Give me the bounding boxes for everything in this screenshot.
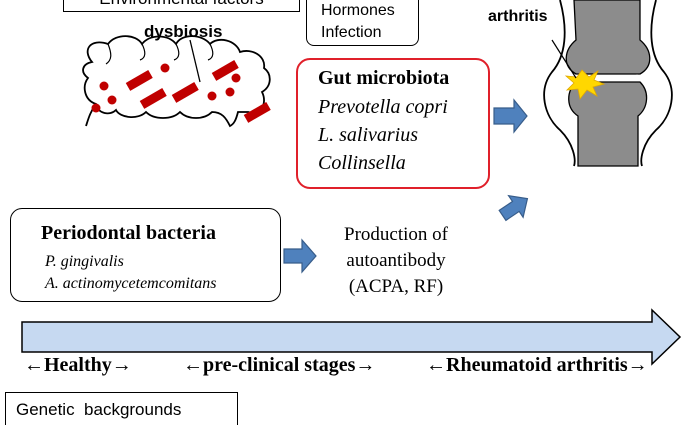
bacteria-rod [125, 70, 153, 91]
joint-outline-right [640, 0, 673, 167]
bacteria-rod [211, 60, 239, 81]
gut-microbiota-title: Gut microbiota [318, 67, 450, 89]
tibia-bone [568, 81, 648, 167]
femur-bone [565, 0, 651, 75]
bacteria-cocci [160, 63, 170, 73]
bacteria-rod [243, 102, 271, 123]
stage-healthy-label: ←Healthy→ [24, 354, 132, 376]
genetic-backgrounds-box: Genetic backgrounds [5, 392, 238, 425]
intestine-fold [105, 43, 214, 65]
gut-species-1: Prevotella copri [318, 96, 448, 118]
autoantibody-line-1: Production of [344, 224, 448, 245]
joint-outline-left [543, 0, 576, 167]
autoantibody-line-3: (ACPA, RF) [348, 276, 444, 297]
bacteria-rod [139, 88, 167, 109]
arthritis-pointer-line [551, 39, 577, 79]
environmental-factors-box: Environmental factors [63, 0, 300, 12]
bacteria-cocci [107, 95, 117, 105]
periodontal-species-1: P. gingivalis [45, 253, 124, 270]
bacteria-cocci [99, 81, 109, 91]
bacteria-cocci [207, 91, 217, 101]
environmental-factors-label: Environmental factors [64, 0, 299, 9]
genetic-backgrounds-label: Genetic backgrounds [16, 400, 182, 419]
dysbiosis-label: dysbiosis [144, 22, 223, 41]
stage-preclinical-label: ←pre-clinical stages→ [183, 354, 376, 376]
gut-microbiota-box: Gut microbiota Prevotella copri L. saliv… [296, 58, 490, 189]
dysbiosis-pointer-line [189, 39, 201, 83]
arthritis-label: arthritis [488, 8, 548, 25]
gut-species-3: Collinsella [318, 152, 406, 174]
arrow-periodontal-to-autoantibody [283, 238, 317, 274]
autoantibody-line-2: autoantibody [346, 250, 446, 271]
periodontal-species-2: A. actinomycetemcomitans [45, 275, 217, 292]
timeline-arrow [21, 308, 682, 366]
bacteria-cocci [231, 73, 241, 83]
gut-species-2: L. salivarius [318, 124, 419, 146]
bacteria-rod [171, 82, 199, 103]
arrow-gut-to-joint [493, 98, 528, 134]
factor-infection: Infection [321, 24, 382, 41]
bacteria-cocci [91, 103, 101, 113]
factor-hormones: Hormones [321, 2, 395, 19]
bacteria-group [91, 60, 271, 123]
periodontal-title: Periodontal bacteria [41, 222, 216, 244]
knee-joint [543, 0, 673, 167]
bacteria-cocci [225, 87, 235, 97]
autoantibody-text: Production of autoantibody (ACPA, RF) [316, 222, 476, 300]
periodontal-box: Periodontal bacteria P. gingivalis A. ac… [10, 208, 281, 302]
intestine-outline [82, 35, 271, 128]
arrow-autoantibody-to-joint [498, 194, 529, 222]
stage-ra-label: ←Rheumatoid arthritis→ [426, 354, 648, 376]
other-factors-box: Hormones Infection [306, 0, 419, 46]
